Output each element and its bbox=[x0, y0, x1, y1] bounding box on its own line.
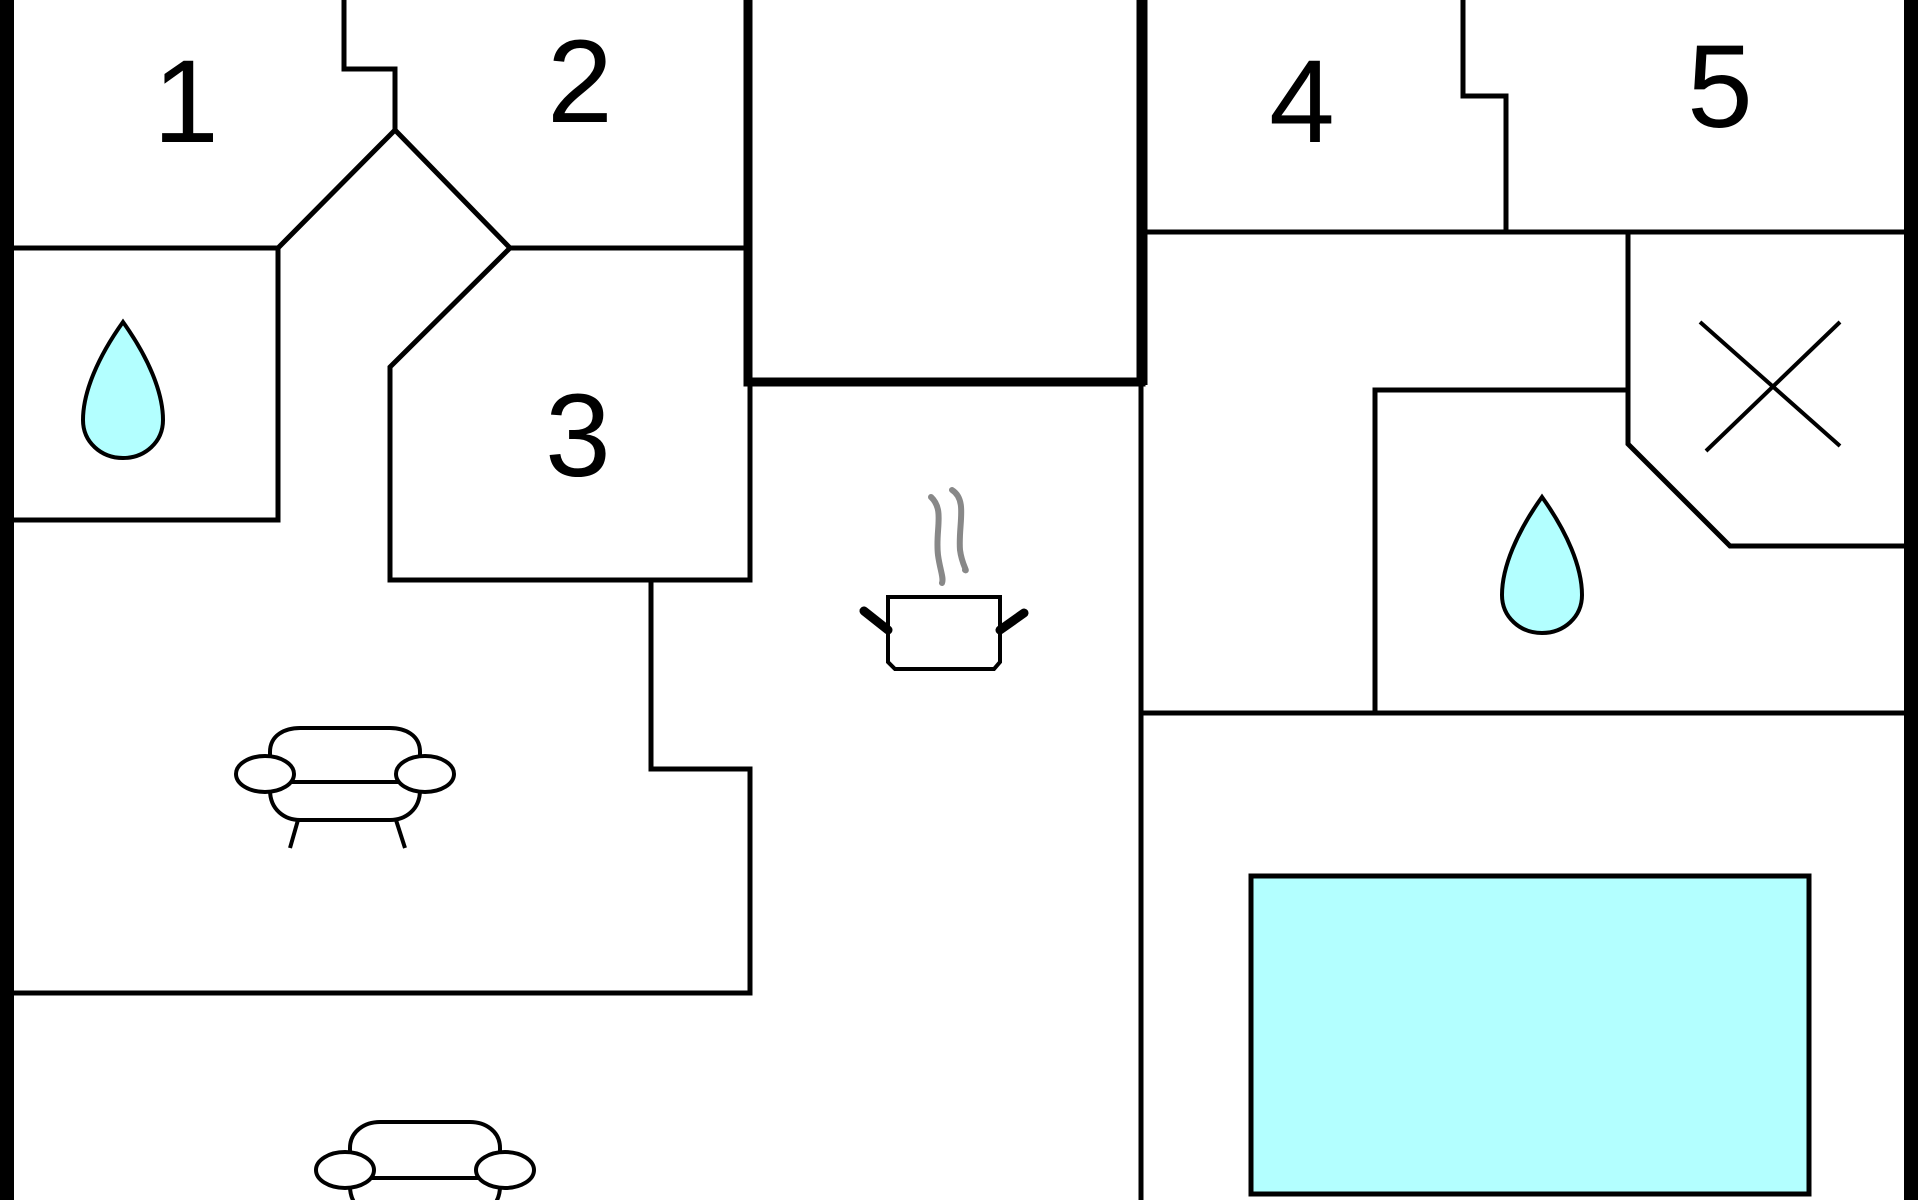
center-walls bbox=[743, 0, 1148, 1200]
left-room-walls bbox=[10, 0, 753, 996]
sofa-icon bbox=[234, 726, 456, 849]
bathroom-left-wall bbox=[10, 248, 281, 523]
room-label-2: 2 bbox=[547, 16, 613, 148]
room-label-3: 3 bbox=[545, 370, 611, 502]
water-drop-icon bbox=[1499, 493, 1585, 636]
swimming-pool bbox=[1248, 873, 1812, 1197]
water-drop-icon bbox=[80, 318, 166, 461]
room-label-4: 4 bbox=[1269, 36, 1335, 168]
cooking-pot-icon bbox=[859, 487, 1029, 671]
right-room-walls bbox=[1141, 0, 1908, 716]
room-label-5: 5 bbox=[1687, 21, 1753, 153]
living-room-wall bbox=[10, 580, 753, 996]
room-label-1: 1 bbox=[153, 36, 219, 168]
sofa-icon bbox=[314, 1120, 536, 1200]
room-3-wall bbox=[387, 246, 753, 583]
room-4-5-divider bbox=[1460, 0, 1509, 232]
room-1-2-divider bbox=[341, 0, 398, 130]
cross-mark-icon bbox=[1698, 320, 1842, 453]
room-1-bottom-wall bbox=[10, 126, 745, 251]
storage-wall bbox=[1625, 232, 1908, 549]
center-room-top bbox=[743, 0, 1146, 387]
bathroom-right-wall bbox=[1372, 387, 1628, 713]
